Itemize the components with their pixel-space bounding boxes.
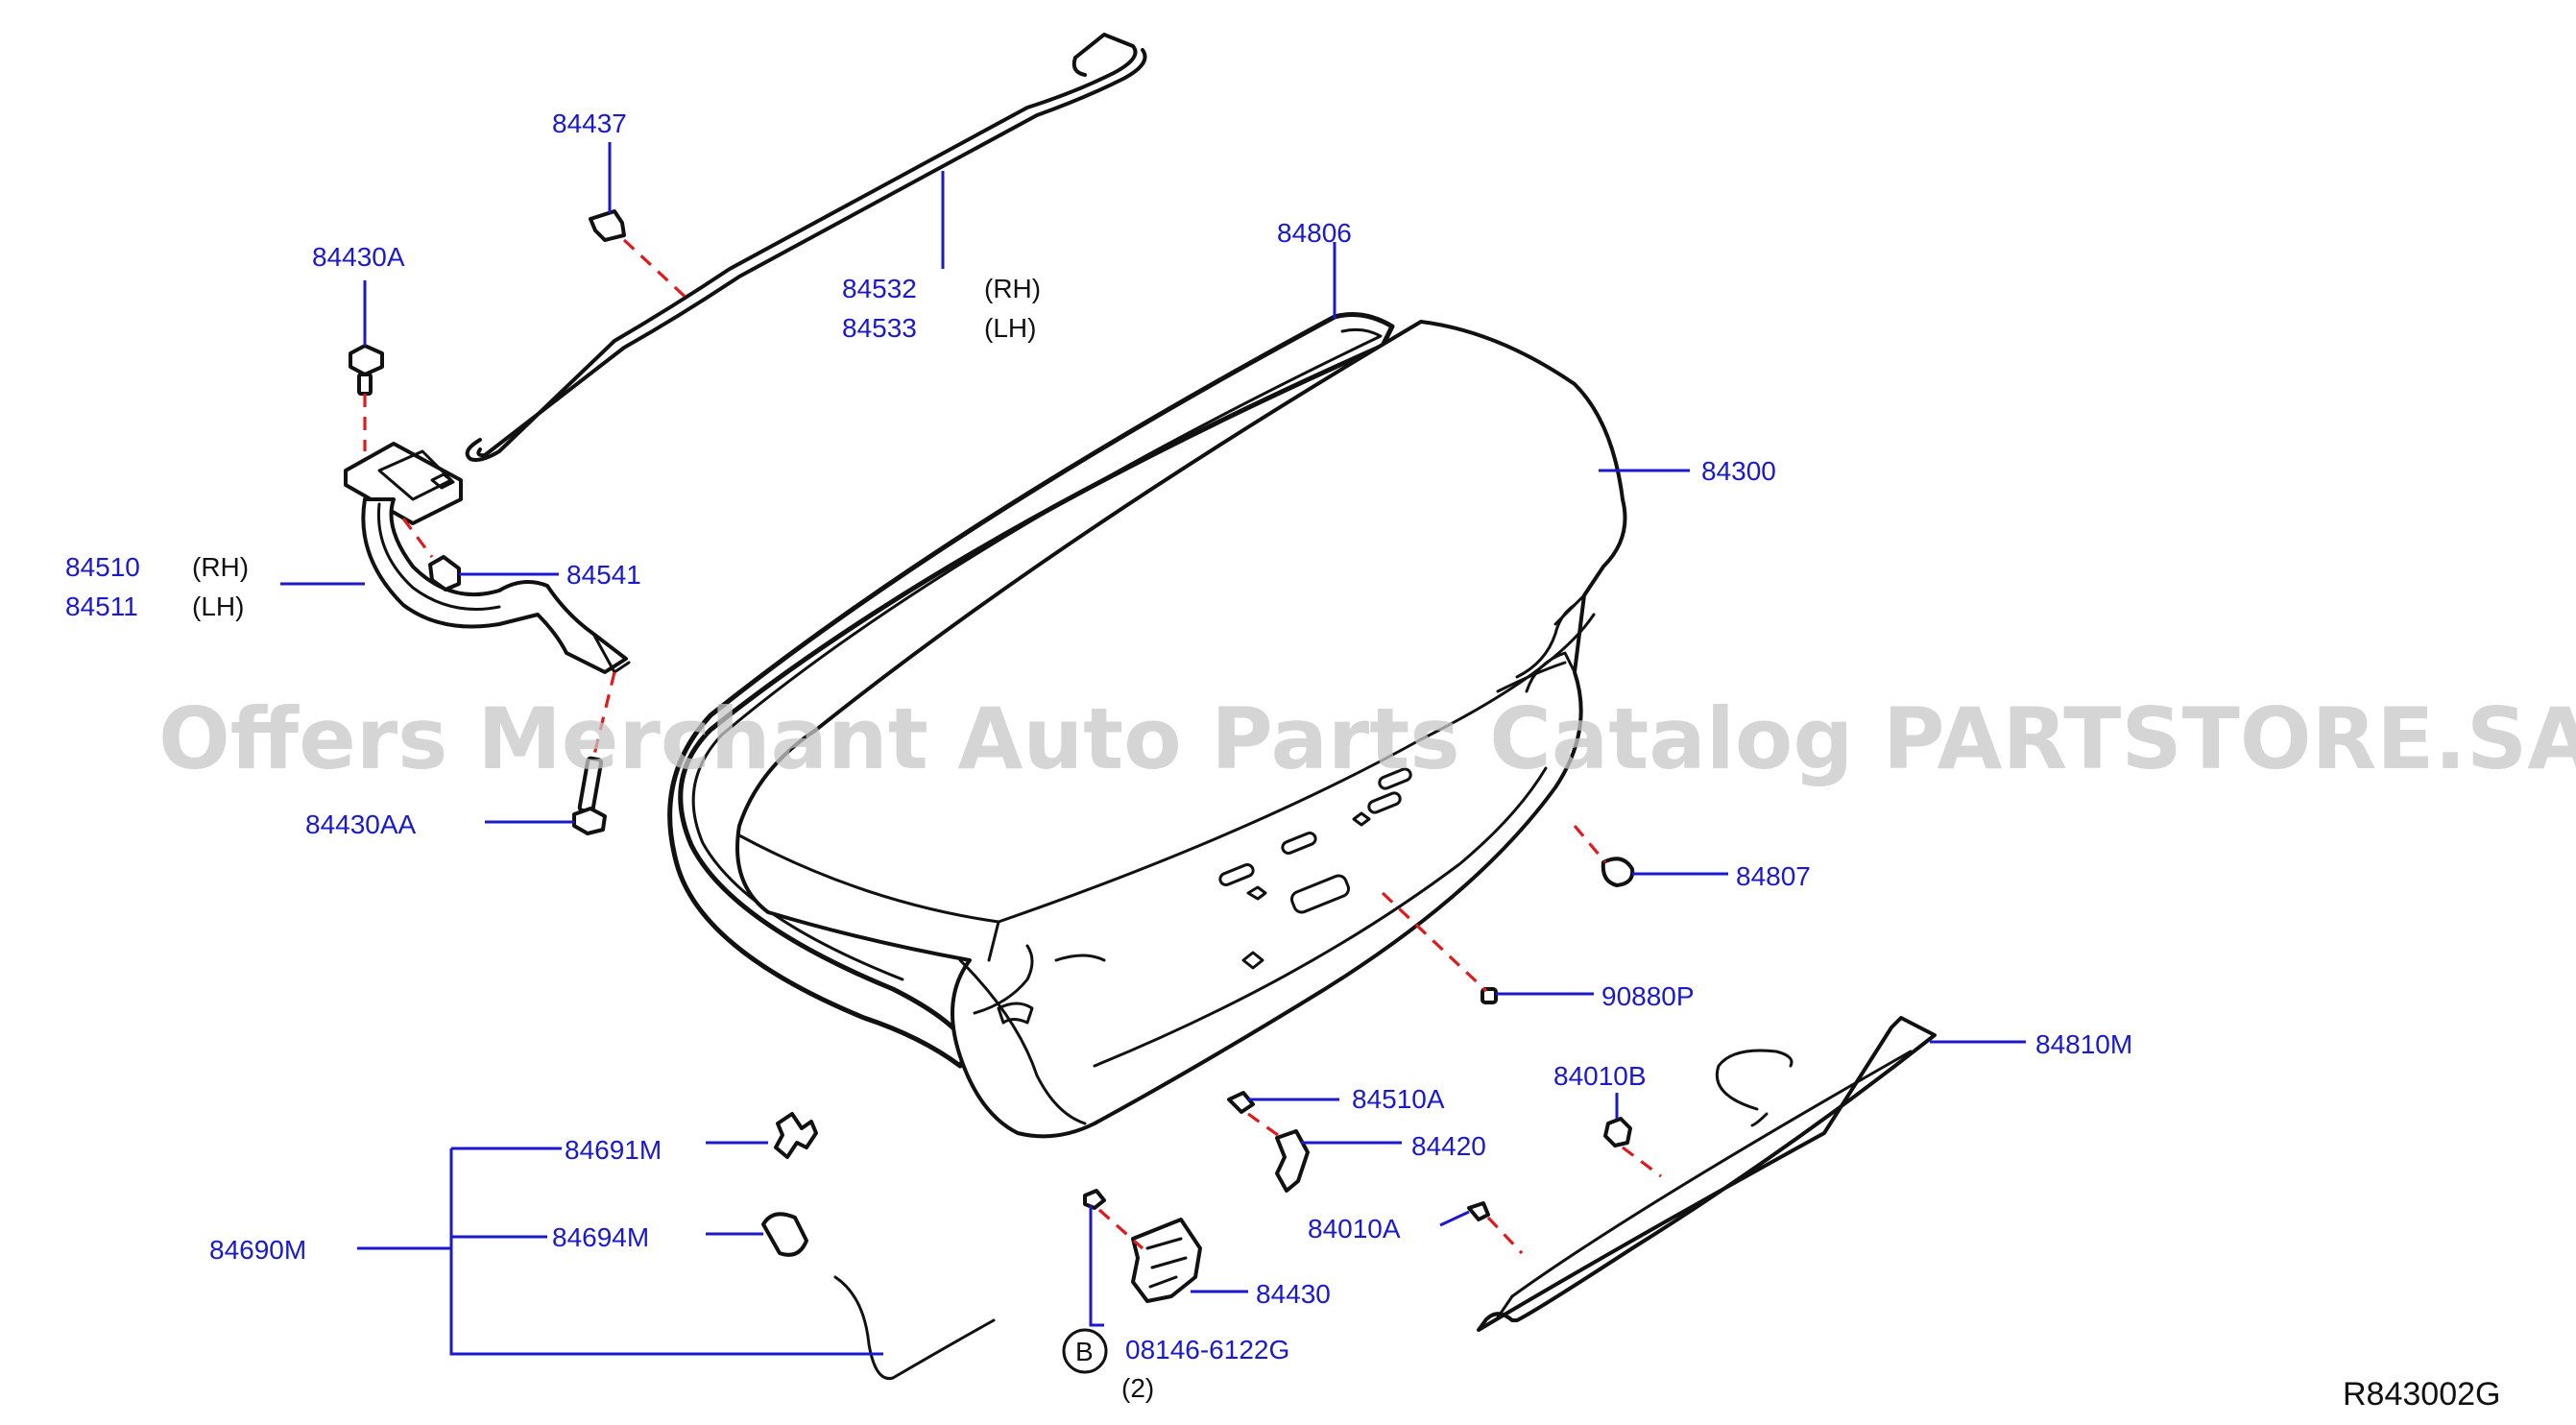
label-84010B[interactable]: 84010B	[1553, 1061, 1647, 1091]
screw-84010A[interactable]	[1467, 1201, 1490, 1221]
nut-84010B[interactable]	[1603, 1117, 1632, 1147]
label-84430AA[interactable]: 84430AA	[305, 809, 417, 839]
label-84810M[interactable]: 84810M	[2035, 1029, 2132, 1059]
clip-84437[interactable]	[589, 209, 626, 242]
screw-84510A[interactable]	[1227, 1091, 1255, 1114]
label-84511[interactable]: 84511	[65, 592, 138, 621]
bracket-84420[interactable]	[1275, 1129, 1310, 1193]
label-84510-side: (RH)	[192, 552, 249, 582]
label-90880P[interactable]: 90880P	[1601, 981, 1695, 1011]
bumper-84807[interactable]	[1601, 857, 1635, 887]
label-84690M[interactable]: 84690M	[209, 1235, 306, 1265]
hinge-84510[interactable]	[344, 442, 631, 674]
label-84430A[interactable]: 84430A	[312, 242, 405, 272]
label-84511-side: (LH)	[192, 592, 244, 621]
bolt-ref-letter: B	[1075, 1337, 1094, 1366]
label-quantity: (2)	[1121, 1373, 1154, 1403]
leader-lines	[280, 142, 2026, 1356]
trunk-lid-84300[interactable]	[735, 320, 1627, 1139]
bolt-ref-badge[interactable]: B	[1062, 1328, 1108, 1374]
label-84533[interactable]: 84533	[842, 313, 917, 343]
label-84300[interactable]: 84300	[1701, 456, 1776, 486]
trunk-lid-weatherstrip-84806[interactable]	[667, 312, 1395, 1069]
lock-cable-84690M[interactable]	[833, 1275, 996, 1381]
label-84532-side: (RH)	[984, 274, 1041, 303]
label-84510A[interactable]: 84510A	[1352, 1084, 1445, 1114]
bolt-84430A[interactable]	[349, 344, 384, 396]
lock-cap-84694M[interactable]	[761, 1212, 808, 1257]
watermark: Offers Merchant Auto Parts Catalog PARTS…	[158, 689, 2576, 788]
label-84430[interactable]: 84430	[1256, 1279, 1331, 1309]
latch-84430[interactable]	[1131, 1218, 1202, 1303]
bolt-08146[interactable]	[1083, 1189, 1106, 1210]
label-84510[interactable]: 84510	[65, 552, 140, 582]
clip-90880P[interactable]	[1481, 987, 1498, 1004]
label-84694M[interactable]: 84694M	[552, 1222, 649, 1252]
label-84420[interactable]: 84420	[1411, 1131, 1486, 1161]
label-84691M[interactable]: 84691M	[565, 1135, 662, 1165]
label-84437[interactable]: 84437	[552, 109, 627, 138]
lock-part-84691M[interactable]	[774, 1112, 818, 1159]
label-08146-6122G[interactable]: 08146-6122G	[1125, 1335, 1289, 1365]
label-84806[interactable]: 84806	[1277, 218, 1352, 248]
label-84533-side: (LH)	[984, 313, 1036, 343]
label-84541[interactable]: 84541	[566, 560, 641, 590]
bolt-84430AA[interactable]	[572, 756, 607, 835]
label-84010A[interactable]: 84010A	[1308, 1214, 1401, 1244]
torsion-rod-84532[interactable]	[465, 33, 1147, 462]
diagram-id: R843002G	[2343, 1376, 2500, 1413]
bumper-84541[interactable]	[428, 555, 461, 592]
spoiler-84810M[interactable]	[1477, 1016, 1937, 1332]
dashed-connectors	[363, 238, 1662, 1255]
label-84807[interactable]: 84807	[1736, 861, 1811, 891]
label-84532[interactable]: 84532	[842, 274, 917, 303]
